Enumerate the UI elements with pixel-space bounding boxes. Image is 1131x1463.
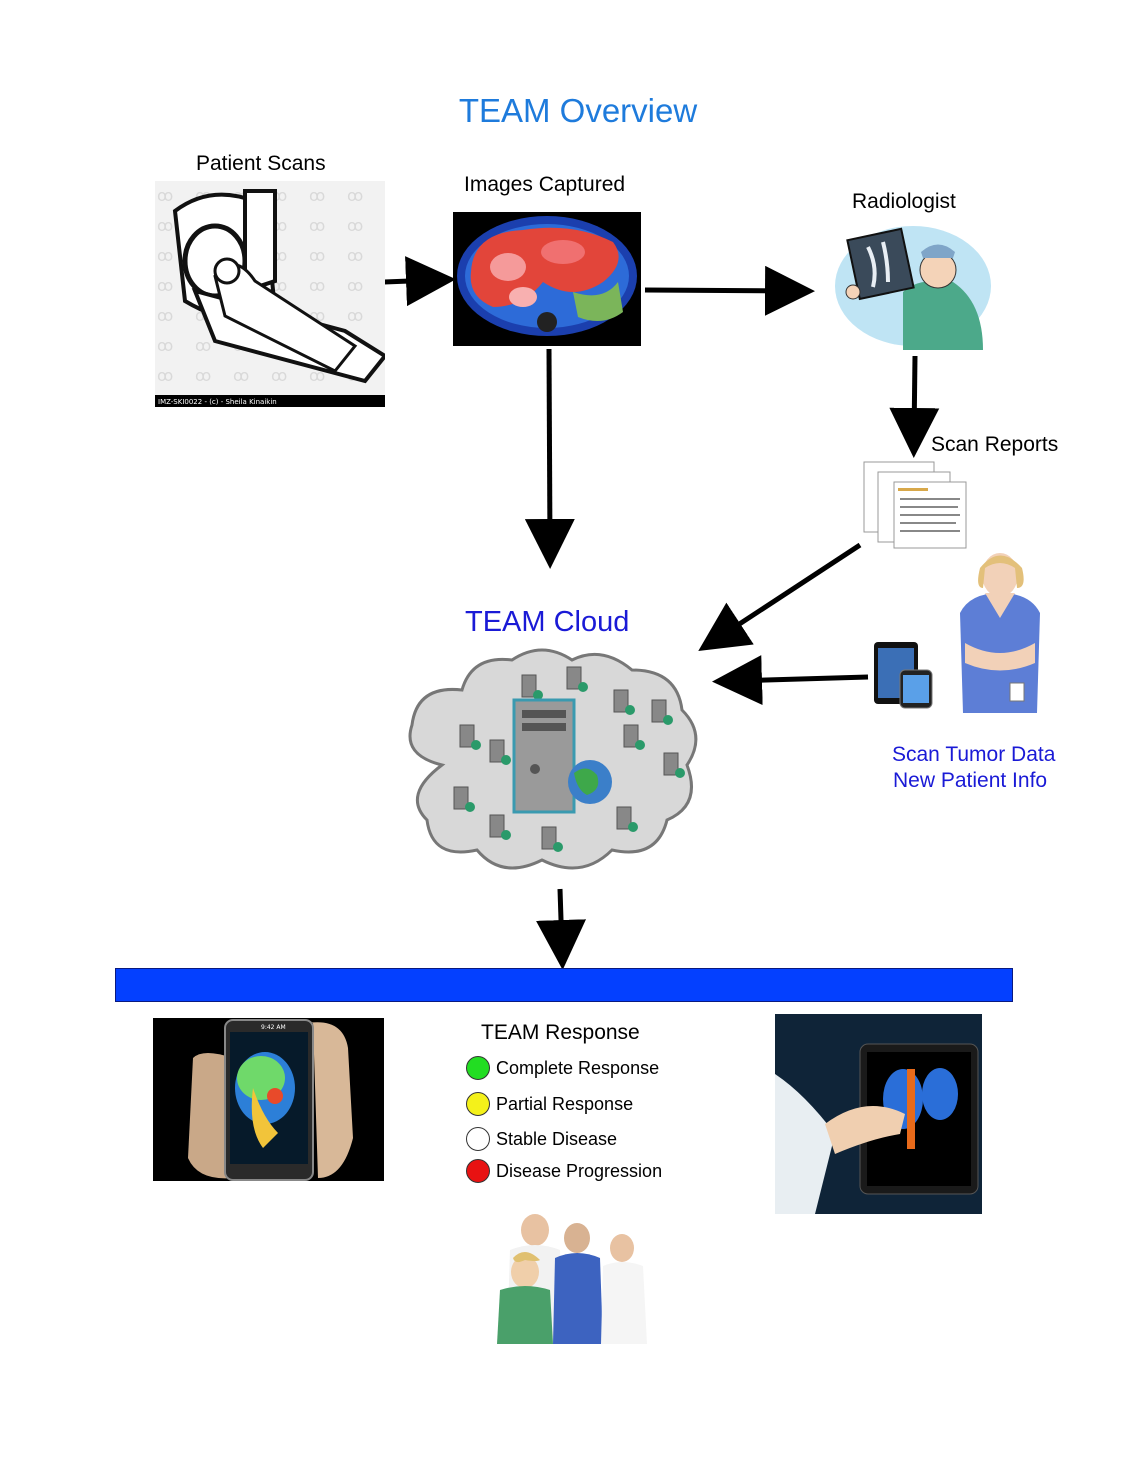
nurse-image (955, 543, 1045, 713)
arrow-reports-to-cloud (698, 542, 862, 651)
ct-scan-illustration (457, 216, 637, 336)
images-captured-label: Images Captured (464, 173, 626, 196)
nurse-input-line1: Scan Tumor Data (892, 743, 1056, 766)
arrow-cloud-to-response (536, 888, 587, 970)
complete-response-dot (466, 1056, 490, 1080)
tablet-phone-illustration (874, 642, 933, 709)
cloud-servers-illustration (408, 648, 698, 870)
legend-label: Stable Disease (496, 1128, 618, 1149)
mri-scanner-illustration: ꝏ IMZ-SKI0022 - (c) - Sheila Kinaikin (155, 181, 385, 407)
radiologist-image (833, 222, 993, 350)
phone-status-time: 9:42 AM (261, 1024, 286, 1031)
radiologist-label: Radiologist (852, 190, 956, 213)
results-banner (115, 968, 1013, 1002)
arrow-radiologist-to-reports (889, 355, 940, 458)
page-title: TEAM Overview (458, 92, 698, 129)
scan-reports-label: Scan Reports (931, 433, 1059, 456)
medical-team-image (485, 1210, 657, 1344)
arrow-scans-to-images (383, 256, 456, 307)
legend-label: Complete Response (496, 1057, 660, 1078)
medical-team-illustration (497, 1214, 647, 1344)
arrow-tablet-to-cloud (712, 655, 869, 706)
patient-scans-label: Patient Scans (196, 152, 326, 175)
legend-item-complete-response: Complete Response (466, 1055, 706, 1081)
phone-brain-scan-illustration: 9:42 AM (188, 1019, 353, 1181)
scan-reports-image (862, 460, 970, 552)
patient-scans-image: ꝏ IMZ-SKI0022 - (c) - Sheila Kinaikin (155, 181, 385, 407)
legend-item-stable-disease: Stable Disease (466, 1126, 706, 1152)
tablet-phone-image (872, 640, 936, 710)
doctor-tablet-illustration (775, 1043, 979, 1214)
ct-scan-image (453, 212, 641, 346)
image-caption: IMZ-SKI0022 - (c) - Sheila Kinaikin (158, 398, 277, 406)
team-cloud-image (402, 645, 702, 875)
legend-item-disease-progression: Disease Progression (466, 1158, 706, 1184)
legend-item-partial-response: Partial Response (466, 1091, 706, 1117)
arrow-images-to-radiologist (644, 265, 815, 316)
legend-label: Partial Response (496, 1093, 634, 1114)
scan-reports-illustration (863, 461, 967, 549)
disease-progression-dot (466, 1159, 490, 1183)
legend-label: Disease Progression (496, 1160, 663, 1181)
team-cloud-label: TEAM Cloud (465, 606, 630, 638)
team-response-title: TEAM Response (481, 1021, 640, 1044)
phone-brain-scan-image: 9:42 AM (153, 1018, 384, 1181)
nurse-input-line2: New Patient Info (893, 769, 1048, 792)
arrow-images-to-cloud (524, 348, 575, 569)
radiologist-illustration (835, 226, 991, 350)
team-response-legend: TEAM Response Complete Response Partial … (466, 1021, 706, 1184)
doctor-tablet-image (775, 1014, 982, 1214)
nurse-illustration (960, 553, 1040, 713)
partial-response-dot (466, 1092, 490, 1116)
stable-disease-dot (466, 1127, 490, 1151)
